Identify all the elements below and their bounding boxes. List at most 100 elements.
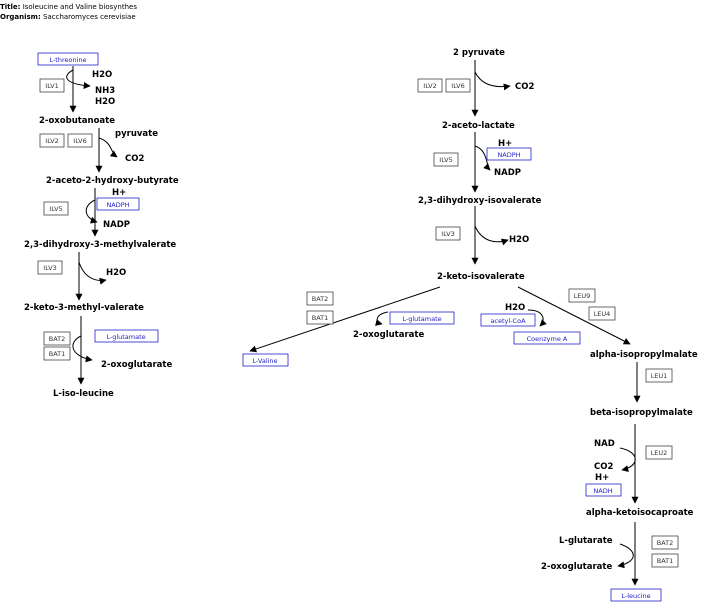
enzyme-bat1-c[interactable]: BAT1 bbox=[651, 553, 679, 568]
enzyme-ilv2-a[interactable]: ILV2 bbox=[39, 133, 65, 148]
enzyme-leu4[interactable]: LEU4 bbox=[588, 306, 616, 321]
enzyme-bat1-b[interactable]: BAT1 bbox=[306, 310, 334, 325]
metabolite-aceto-lactate[interactable]: 2-aceto-lactate bbox=[442, 121, 515, 131]
enzyme-bat1-b-label: BAT1 bbox=[312, 314, 329, 322]
metabolite-h2o-2[interactable]: H2O bbox=[95, 97, 115, 107]
metabolite-dihydroxy-isovalerate[interactable]: 2,3-dihydroxy-isovalerate bbox=[418, 196, 542, 206]
metabolite-hplus-3[interactable]: H+ bbox=[595, 473, 609, 483]
enzyme-ilv1-label: ILV1 bbox=[45, 82, 58, 90]
metabolite-labels: H2O NH3 H2O 2-oxobutanoate pyruvate CO2 … bbox=[24, 48, 698, 572]
enzyme-bat2-a-label: BAT2 bbox=[49, 335, 66, 343]
node-l-glutamate-2[interactable]: L-glutamate bbox=[389, 311, 455, 325]
enzyme-bat2-a[interactable]: BAT2 bbox=[43, 331, 71, 346]
enzyme-ilv3-b-label: ILV3 bbox=[441, 230, 454, 238]
metabolite-h2o-5[interactable]: H2O bbox=[505, 303, 525, 313]
side-arrow-h2o-4 bbox=[474, 225, 509, 246]
side-arrow-co2-1 bbox=[98, 137, 118, 158]
node-l-threonine-label: L-threonine bbox=[49, 56, 86, 64]
enzyme-ilv6-b-label: ILV6 bbox=[451, 82, 464, 90]
enzyme-ilv3-a-label: ILV3 bbox=[43, 264, 56, 272]
enzyme-ilv6-a[interactable]: ILV6 bbox=[67, 133, 93, 148]
metabolite-l-glutarate[interactable]: L-glutarate bbox=[559, 536, 613, 546]
metabolite-co2-2[interactable]: CO2 bbox=[515, 82, 534, 92]
node-coenzyme-a-label: Coenzyme A bbox=[527, 335, 568, 343]
metabolite-alpha-ketoisocaproate[interactable]: alpha-ketoisocaproate bbox=[586, 508, 694, 518]
metabolite-aceto-hydroxy-butyrate[interactable]: 2-aceto-2-hydroxy-butyrate bbox=[46, 176, 179, 186]
side-arrow-nadp-1 bbox=[85, 199, 98, 224]
metabolite-nh3[interactable]: NH3 bbox=[95, 86, 115, 96]
metabolite-co2-1[interactable]: CO2 bbox=[125, 154, 144, 164]
metabolite-l-isoleucine[interactable]: L-iso-leucine bbox=[53, 389, 114, 399]
metabolite-hplus-2[interactable]: H+ bbox=[498, 139, 512, 149]
enzyme-bat1-c-label: BAT1 bbox=[657, 557, 674, 565]
node-acetyl-coa-label: acetyl-CoA bbox=[490, 317, 526, 325]
node-nadph-1[interactable]: NADPH bbox=[96, 197, 140, 211]
metabolite-oxoglutarate-1[interactable]: 2-oxoglutarate bbox=[101, 360, 172, 370]
enzyme-leu4-label: LEU4 bbox=[594, 310, 611, 318]
node-nadph-2-label: NADPH bbox=[497, 151, 520, 159]
enzyme-leu1-label: LEU1 bbox=[651, 372, 668, 380]
enzyme-ilv3-a[interactable]: ILV3 bbox=[37, 260, 63, 275]
metabolite-oxobutanoate[interactable]: 2-oxobutanoate bbox=[39, 116, 115, 126]
enzyme-bat1-a[interactable]: BAT1 bbox=[43, 346, 71, 361]
enzyme-bat2-c[interactable]: BAT2 bbox=[651, 535, 679, 550]
side-arrow-co2-3 bbox=[619, 447, 636, 473]
side-arrow-nh3 bbox=[66, 69, 91, 90]
side-arrow-oxoglutarate-2 bbox=[375, 311, 389, 326]
metabolite-nadp-2[interactable]: NADP bbox=[494, 168, 521, 178]
organism-name: Saccharomyces cerevisiae bbox=[43, 13, 136, 21]
metabolite-two-pyruvate[interactable]: 2 pyruvate bbox=[453, 48, 505, 58]
enzyme-ilv2-b[interactable]: ILV2 bbox=[417, 78, 443, 93]
node-l-threonine[interactable]: L-threonine bbox=[37, 52, 99, 66]
metabolite-nadp-1[interactable]: NADP bbox=[103, 220, 130, 230]
metabolite-oxoglutarate-2[interactable]: 2-oxoglutarate bbox=[353, 330, 424, 340]
node-acetyl-coa[interactable]: acetyl-CoA bbox=[480, 313, 536, 327]
enzyme-leu2-label: LEU2 bbox=[651, 449, 668, 457]
enzyme-ilv2-a-label: ILV2 bbox=[45, 137, 58, 145]
node-l-valine[interactable]: L-Valine bbox=[242, 353, 289, 367]
metabolite-nad[interactable]: NAD bbox=[594, 439, 615, 449]
node-nadh-label: NADH bbox=[593, 487, 612, 495]
side-arrow-oxoglutarate-1 bbox=[72, 335, 93, 363]
metabolite-alpha-isopropylmalate[interactable]: alpha-isopropylmalate bbox=[590, 350, 698, 360]
enzyme-ilv5-b[interactable]: ILV5 bbox=[433, 152, 459, 167]
enzyme-bat2-b[interactable]: BAT2 bbox=[306, 291, 334, 306]
metabolite-beta-isopropylmalate[interactable]: beta-isopropylmalate bbox=[590, 408, 693, 418]
metabolite-co2-3[interactable]: CO2 bbox=[594, 462, 613, 472]
enzyme-leu2[interactable]: LEU2 bbox=[645, 445, 673, 460]
node-l-glutamate-1[interactable]: L-glutamate bbox=[94, 329, 159, 343]
pathway-title: Isoleucine and Valine biosynthes bbox=[22, 3, 137, 11]
enzyme-bat1-a-label: BAT1 bbox=[49, 350, 66, 358]
node-nadph-2[interactable]: NADPH bbox=[486, 147, 532, 161]
metabolite-h2o-3[interactable]: H2O bbox=[106, 268, 126, 278]
metabolite-keto-isovalerate[interactable]: 2-keto-isovalerate bbox=[437, 272, 525, 282]
metabolite-dihydroxy-methylvalerate[interactable]: 2,3-dihydroxy-3-methylvalerate bbox=[24, 240, 176, 250]
node-l-glutamate-1-label: L-glutamate bbox=[106, 333, 145, 341]
node-nadh[interactable]: NADH bbox=[585, 483, 622, 497]
title-line: Title: Isoleucine and Valine biosynthes bbox=[0, 2, 137, 12]
enzyme-leu9-label: LEU9 bbox=[574, 292, 591, 300]
metabolite-pyruvate-1[interactable]: pyruvate bbox=[115, 129, 158, 139]
metabolite-h2o-1[interactable]: H2O bbox=[92, 70, 112, 80]
metabolite-oxoglutarate-3[interactable]: 2-oxoglutarate bbox=[541, 562, 612, 572]
node-coenzyme-a[interactable]: Coenzyme A bbox=[513, 331, 581, 345]
reaction-to-isopropylmalate bbox=[517, 286, 631, 345]
enzyme-ilv3-b[interactable]: ILV3 bbox=[435, 226, 461, 241]
node-l-leucine[interactable]: L-leucine bbox=[610, 588, 662, 602]
side-arrow-co2-2 bbox=[474, 71, 511, 91]
enzyme-ilv5-a[interactable]: ILV5 bbox=[43, 201, 69, 216]
node-nadph-1-label: NADPH bbox=[106, 201, 129, 209]
metabolite-hplus-1[interactable]: H+ bbox=[112, 188, 126, 198]
enzyme-ilv1[interactable]: ILV1 bbox=[39, 78, 65, 93]
enzyme-ilv6-b[interactable]: ILV6 bbox=[445, 78, 471, 93]
enzyme-ilv5-b-label: ILV5 bbox=[439, 156, 452, 164]
organism-label: Organism: bbox=[0, 13, 41, 21]
side-arrow-nadp-2 bbox=[474, 145, 491, 171]
enzyme-leu1[interactable]: LEU1 bbox=[645, 368, 673, 383]
metabolite-h2o-4[interactable]: H2O bbox=[509, 235, 529, 245]
enzyme-leu9[interactable]: LEU9 bbox=[568, 288, 596, 303]
metabolite-keto-methyl-valerate[interactable]: 2-keto-3-methyl-valerate bbox=[24, 303, 144, 313]
diagram-header: Title: Isoleucine and Valine biosynthes … bbox=[0, 2, 137, 22]
boxed-metabolites: L-threonine NADPH L-glutamate NADPH L-gl… bbox=[37, 52, 662, 602]
reaction-arrows bbox=[66, 60, 641, 586]
